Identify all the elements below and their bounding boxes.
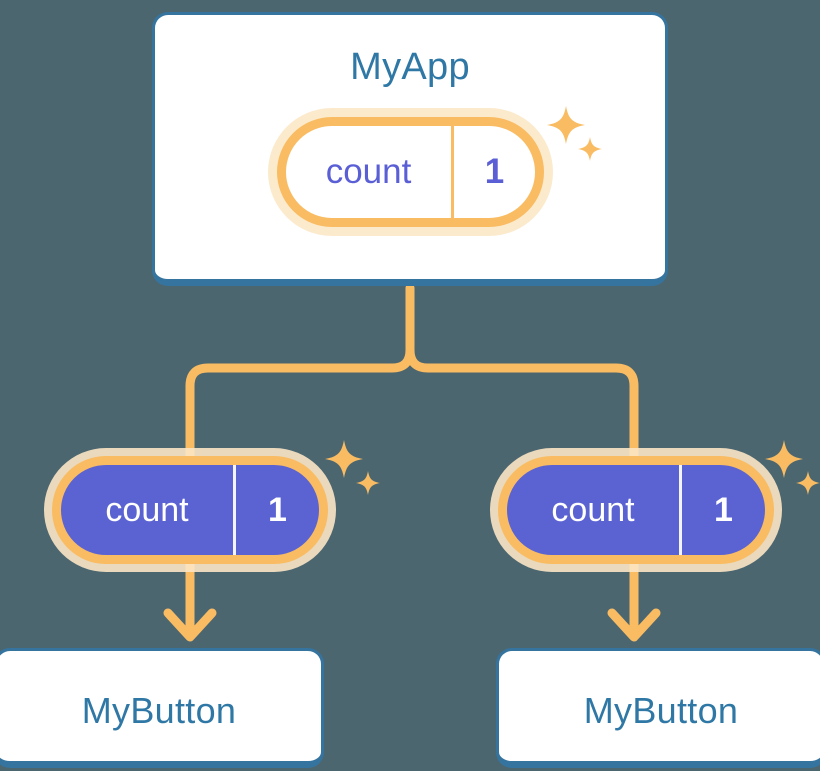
state-key-label: count bbox=[61, 465, 236, 555]
state-key-label: count bbox=[286, 126, 454, 218]
component-card-label: MyButton bbox=[583, 690, 739, 731]
state-pill-body[interactable]: count 1 bbox=[498, 456, 774, 564]
page-title: MyApp bbox=[350, 46, 470, 88]
state-value-label: 1 bbox=[268, 490, 287, 529]
component-card-mybutton-right[interactable]: MyButton bbox=[496, 648, 820, 768]
connector-arrow-left-head bbox=[163, 608, 217, 642]
connector-tree-path bbox=[405, 283, 639, 467]
component-card-label: MyButton bbox=[81, 690, 237, 731]
state-value-label: 1 bbox=[484, 152, 505, 191]
connector-tree-path-left bbox=[185, 345, 415, 467]
state-pill-mybutton-left[interactable]: count 1 bbox=[44, 448, 336, 572]
state-pill-body[interactable]: count 1 bbox=[52, 456, 328, 564]
state-pill-body[interactable]: count 1 bbox=[277, 117, 544, 227]
state-pill-myapp[interactable]: count 1 bbox=[268, 108, 553, 236]
component-card-mybutton-left[interactable]: MyButton bbox=[0, 648, 324, 768]
state-value-label: 1 bbox=[714, 490, 733, 529]
connector-arrow-right-head bbox=[607, 608, 661, 642]
state-pill-mybutton-right[interactable]: count 1 bbox=[490, 448, 782, 572]
state-key-label: count bbox=[507, 465, 682, 555]
